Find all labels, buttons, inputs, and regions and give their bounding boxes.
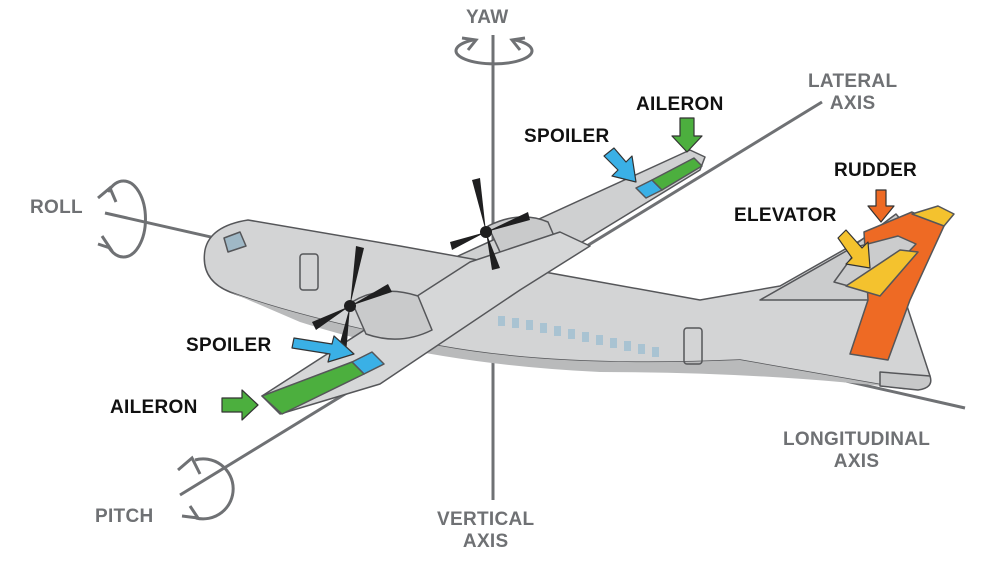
vertical-axis-label: VERTICAL AXIS <box>437 509 534 553</box>
left-spoiler-label: SPOILER <box>186 335 272 357</box>
rudder-label: RUDDER <box>834 160 917 182</box>
right-aileron-label: AILERON <box>636 94 724 116</box>
vertical-axis-label-line1: VERTICAL <box>437 509 534 531</box>
aircraft <box>204 150 954 414</box>
yaw-label: YAW <box>466 7 508 29</box>
rudder-arrow <box>868 190 894 222</box>
left-aileron-label: AILERON <box>110 397 198 419</box>
right-spoiler-arrow <box>604 148 636 182</box>
right-aileron-arrow <box>672 118 702 152</box>
roll-rotation-arrow <box>98 181 145 257</box>
roll-label: ROLL <box>30 197 83 219</box>
pitch-rotation-arrow <box>178 458 233 519</box>
lateral-axis-label-line2: AXIS <box>808 93 897 115</box>
left-aileron-arrow <box>222 390 258 420</box>
longitudinal-axis-label-line2: AXIS <box>783 451 930 473</box>
pitch-label: PITCH <box>95 506 154 528</box>
longitudinal-axis-label-line1: LONGITUDINAL <box>783 429 930 451</box>
lateral-axis-label: LATERAL AXIS <box>808 71 897 115</box>
lateral-axis-label-line1: LATERAL <box>808 71 897 93</box>
longitudinal-axis-label: LONGITUDINAL AXIS <box>783 429 930 473</box>
vertical-axis-label-line2: AXIS <box>437 531 534 553</box>
right-spoiler-label: SPOILER <box>524 126 610 148</box>
elevator-label: ELEVATOR <box>734 205 837 227</box>
